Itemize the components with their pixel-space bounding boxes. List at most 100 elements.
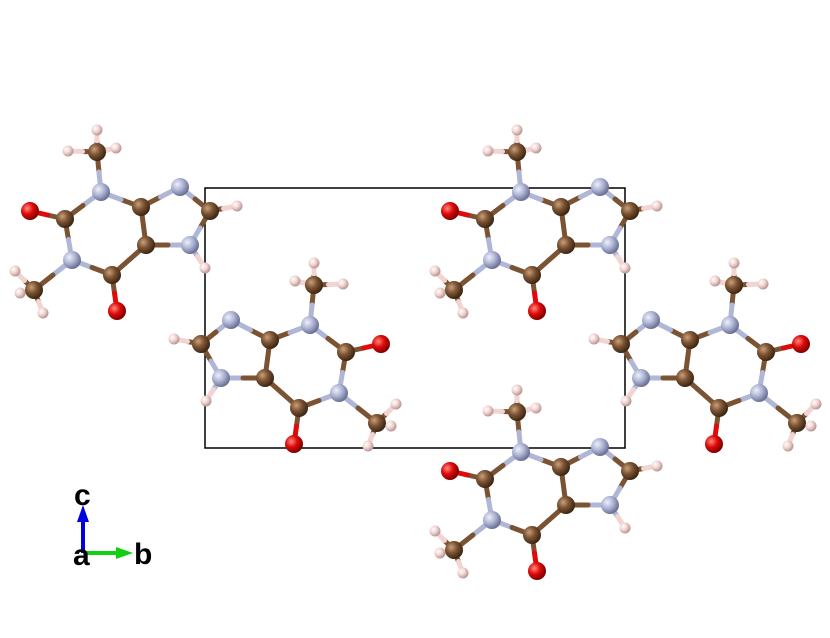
atom-N[interactable] [601, 236, 619, 254]
atom-H[interactable] [651, 460, 663, 472]
atom-C[interactable] [710, 399, 728, 417]
atom-C[interactable] [192, 335, 210, 353]
atom-C[interactable] [256, 369, 274, 387]
atom-H[interactable] [200, 395, 212, 407]
atom-O[interactable] [108, 302, 126, 320]
atom-H[interactable] [530, 142, 542, 154]
atom-O[interactable] [792, 335, 810, 353]
atom-H[interactable] [9, 265, 21, 277]
atom-H[interactable] [199, 262, 211, 274]
atom-H[interactable] [14, 287, 26, 299]
atom-H[interactable] [110, 142, 122, 154]
atom-H[interactable] [62, 145, 74, 157]
atom-C[interactable] [445, 541, 463, 559]
atom-C[interactable] [88, 143, 106, 161]
atom-H[interactable] [457, 307, 469, 319]
atom-C[interactable] [523, 266, 541, 284]
atom-H[interactable] [511, 124, 523, 136]
atom-O[interactable] [441, 202, 459, 220]
atom-C[interactable] [552, 198, 570, 216]
atom-N[interactable] [222, 311, 240, 329]
atom-O[interactable] [528, 302, 546, 320]
atom-H[interactable] [434, 547, 446, 559]
atom-N[interactable] [750, 384, 768, 402]
atom-H[interactable] [620, 395, 632, 407]
atom-H[interactable] [362, 440, 374, 452]
atom-H[interactable] [385, 420, 397, 432]
atom-H[interactable] [782, 440, 794, 452]
atom-N[interactable] [512, 443, 530, 461]
atom-N[interactable] [212, 369, 230, 387]
atom-C[interactable] [476, 210, 494, 228]
atom-C[interactable] [368, 414, 386, 432]
atom-H[interactable] [390, 398, 402, 410]
atom-N[interactable] [512, 183, 530, 201]
atom-C[interactable] [25, 281, 43, 299]
atom-C[interactable] [103, 266, 121, 284]
atom-C[interactable] [290, 399, 308, 417]
atom-C[interactable] [305, 276, 323, 294]
atom-H[interactable] [308, 257, 320, 269]
atom-C[interactable] [137, 236, 155, 254]
atom-H[interactable] [289, 275, 301, 287]
atom-O[interactable] [528, 562, 546, 580]
atom-C[interactable] [552, 458, 570, 476]
atom-N[interactable] [171, 178, 189, 196]
atom-H[interactable] [91, 124, 103, 136]
atom-N[interactable] [632, 369, 650, 387]
atom-H[interactable] [619, 522, 631, 534]
atom-N[interactable] [642, 311, 660, 329]
atom-C[interactable] [621, 202, 639, 220]
atom-H[interactable] [757, 278, 769, 290]
atom-C[interactable] [621, 462, 639, 480]
atom-O[interactable] [285, 435, 303, 453]
atom-H[interactable] [434, 287, 446, 299]
atom-C[interactable] [201, 202, 219, 220]
atom-H[interactable] [810, 398, 822, 410]
atom-C[interactable] [445, 281, 463, 299]
atom-C[interactable] [788, 414, 806, 432]
atom-H[interactable] [709, 275, 721, 287]
atom-H[interactable] [651, 200, 663, 212]
atom-H[interactable] [37, 307, 49, 319]
atom-H[interactable] [728, 257, 740, 269]
atom-O[interactable] [705, 435, 723, 453]
atom-H[interactable] [482, 405, 494, 417]
atom-N[interactable] [181, 236, 199, 254]
atom-N[interactable] [63, 251, 81, 269]
atom-C[interactable] [681, 331, 699, 349]
atom-C[interactable] [132, 198, 150, 216]
atom-O[interactable] [441, 462, 459, 480]
atom-H[interactable] [805, 420, 817, 432]
atom-C[interactable] [557, 236, 575, 254]
atom-H[interactable] [429, 525, 441, 537]
atom-N[interactable] [721, 316, 739, 334]
atom-H[interactable] [530, 402, 542, 414]
atom-C[interactable] [476, 470, 494, 488]
atom-C[interactable] [261, 331, 279, 349]
atom-C[interactable] [508, 143, 526, 161]
atom-H[interactable] [429, 265, 441, 277]
atom-N[interactable] [591, 178, 609, 196]
atom-N[interactable] [483, 511, 501, 529]
atom-H[interactable] [619, 262, 631, 274]
atom-H[interactable] [168, 333, 180, 345]
atom-N[interactable] [601, 496, 619, 514]
atom-C[interactable] [676, 369, 694, 387]
atom-N[interactable] [92, 183, 110, 201]
atom-C[interactable] [508, 403, 526, 421]
atom-C[interactable] [557, 496, 575, 514]
atom-C[interactable] [725, 276, 743, 294]
atom-O[interactable] [21, 202, 39, 220]
atom-O[interactable] [372, 335, 390, 353]
atom-H[interactable] [511, 384, 523, 396]
atom-N[interactable] [301, 316, 319, 334]
atom-C[interactable] [612, 335, 630, 353]
atom-C[interactable] [523, 526, 541, 544]
atom-H[interactable] [337, 278, 349, 290]
atom-N[interactable] [330, 384, 348, 402]
atom-H[interactable] [482, 145, 494, 157]
atom-C[interactable] [56, 210, 74, 228]
atom-H[interactable] [231, 200, 243, 212]
